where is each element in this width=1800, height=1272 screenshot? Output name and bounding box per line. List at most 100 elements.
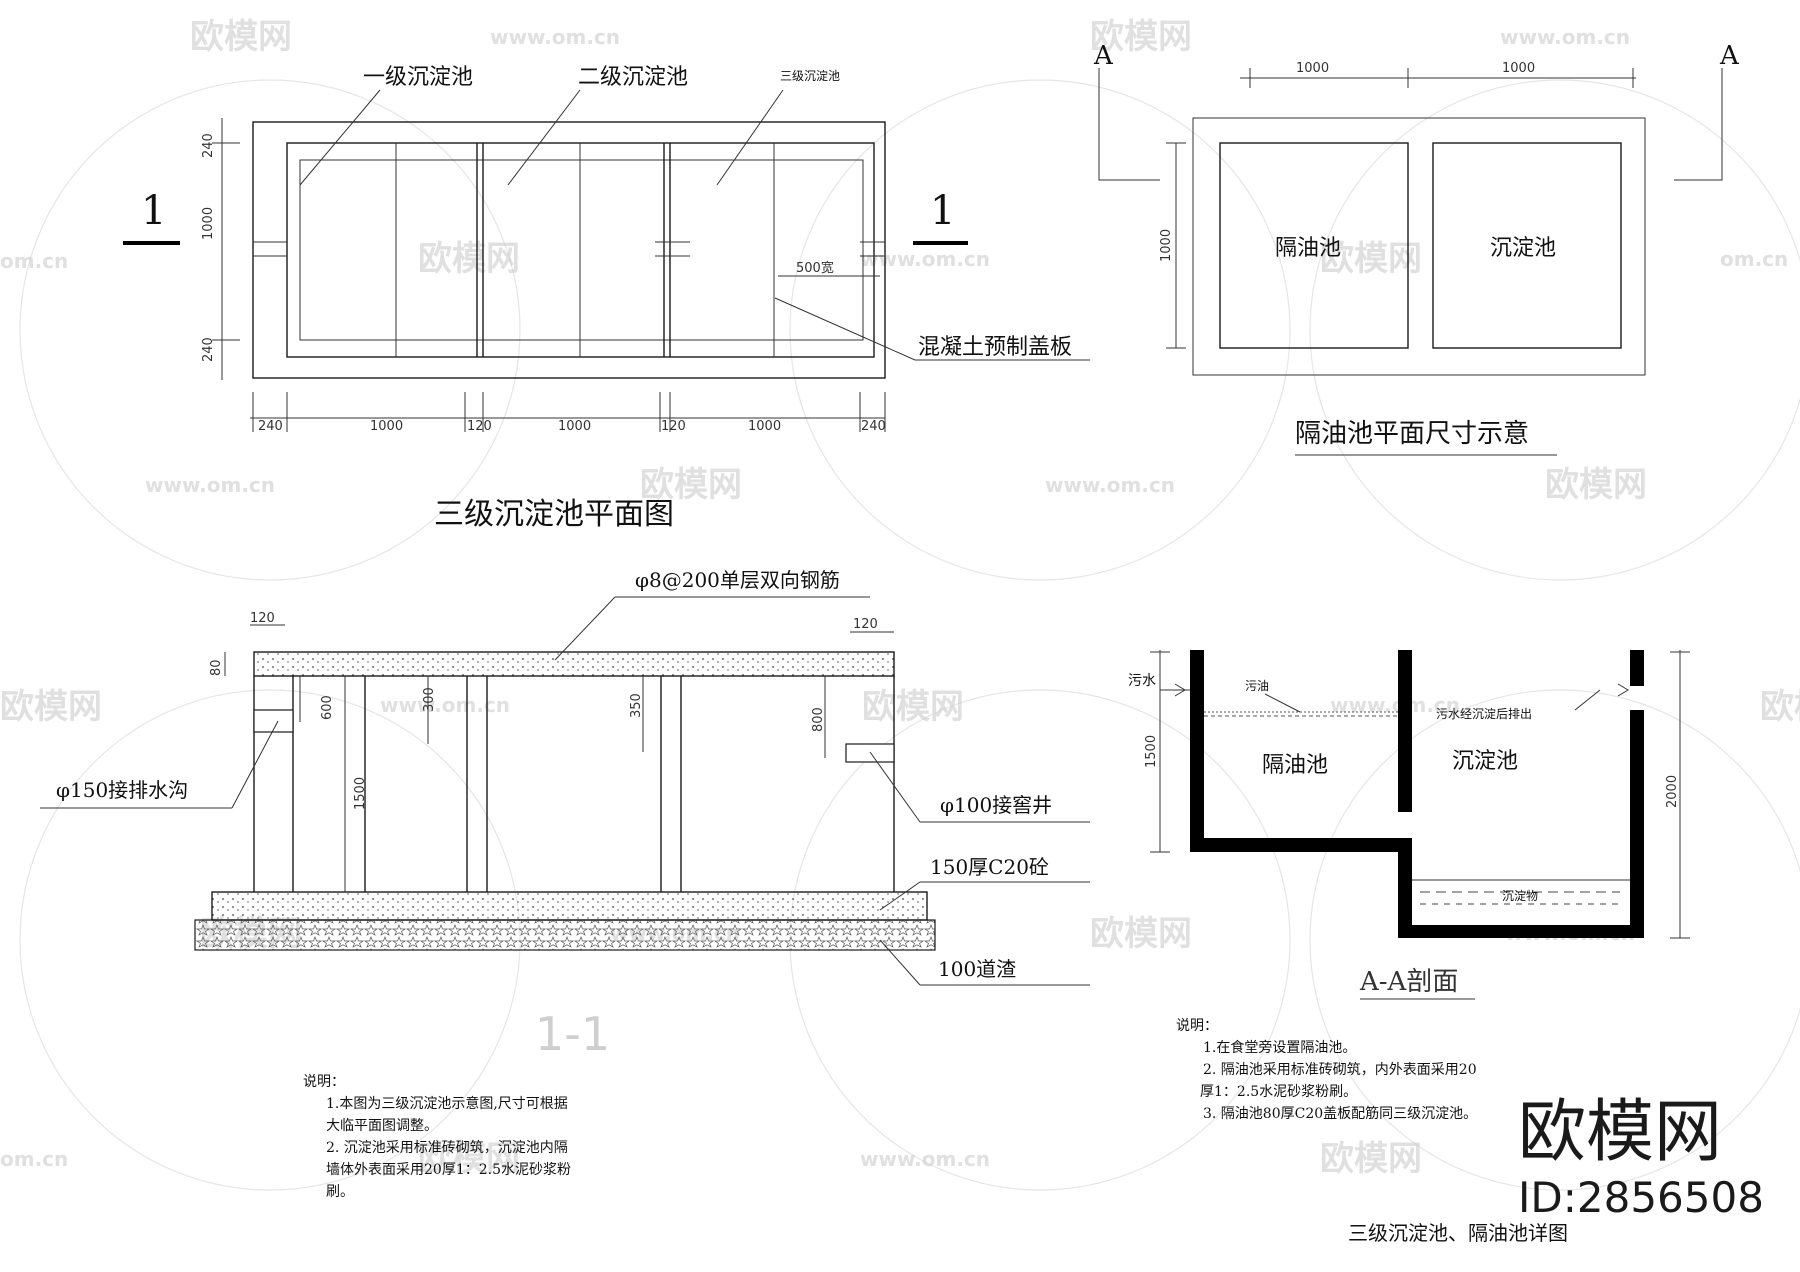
note-line: 3. 隔油池80厚C20盖板配筋同三级沉淀池。 — [1203, 1105, 1477, 1122]
watermark: 欧模网 — [1320, 239, 1422, 279]
watermark-url: www.om.cn — [1045, 473, 1175, 497]
watermark-url: om.cn — [0, 249, 68, 273]
plan-title: 三级沉淀池平面图 — [434, 497, 674, 532]
dim-label: 120 — [467, 419, 492, 434]
watermark-url: om.cn — [0, 1147, 68, 1171]
dim-label: 1000 — [1502, 61, 1535, 76]
note-line: 1.本图为三级沉淀池示意图,尺寸可根据 — [326, 1095, 568, 1112]
label-tank-3: 三级沉淀池 — [780, 69, 840, 83]
label-tank-2: 二级沉淀池 — [578, 65, 688, 90]
watermark: 欧模网 — [640, 465, 742, 505]
cover-slab-outline — [299, 159, 864, 341]
label-sewage: 污水 — [1128, 673, 1156, 689]
label-outlet: φ100接窖井 — [940, 793, 1052, 817]
watermark-url: om.cn — [1720, 247, 1788, 271]
watermark: 欧模网 — [1545, 465, 1647, 505]
watermark-url: www.om.cn — [860, 247, 990, 271]
dim-label: 1500 — [353, 777, 368, 810]
dim-label: 80 — [209, 659, 224, 676]
watermark-url: www.om.cn — [145, 473, 275, 497]
label-sediment: 沉淀物 — [1502, 889, 1538, 903]
dim-label: 120 — [250, 611, 275, 626]
label-tank-1: 一级沉淀池 — [363, 65, 473, 90]
oil-chamber — [1219, 142, 1409, 349]
settling-tank-plan: 1 1 一级沉淀池 二级沉淀池 三级沉淀池 混凝土预制盖板 500宽 240 1… — [123, 65, 1090, 532]
dim-label: 1000 — [1159, 229, 1174, 262]
dim-label: 1000 — [201, 207, 216, 240]
note-line: 1.在食堂旁设置隔油池。 — [1203, 1039, 1356, 1056]
dim-label: 2000 — [1665, 775, 1680, 808]
dim-label: 1000 — [370, 419, 403, 434]
sheet-title: 三级沉淀池、隔油池详图 — [1348, 1221, 1568, 1245]
concrete-base — [211, 891, 928, 921]
dim-label: 120 — [853, 617, 878, 632]
section-1-1: 120 120 80 600 300 350 800 1500 φ8@200单层… — [40, 568, 1090, 1061]
watermark: 欧模网 — [1320, 1139, 1422, 1179]
watermark: 欧模网 — [190, 17, 292, 57]
label-concrete: 150厚C20砼 — [930, 855, 1049, 879]
note-line: 刷。 — [326, 1184, 354, 1200]
section-mark: 1 — [930, 188, 955, 234]
brand-id: ID:2856508 — [1518, 1173, 1764, 1222]
cover-slab — [253, 651, 895, 677]
note-line: 厚1：2.5水泥砂浆粉刷。 — [1200, 1084, 1357, 1100]
dim-label: 350 — [629, 693, 644, 718]
oil-trap-outer — [1192, 117, 1646, 376]
label-settling-chamber: 沉淀池 — [1490, 236, 1556, 261]
dim-label: 240 — [258, 419, 283, 434]
section-mark-a: A — [1719, 41, 1740, 71]
label-oil-chamber: 隔油池 — [1275, 236, 1341, 261]
ballast-layer — [194, 919, 936, 951]
watermark-url: www.om.cn — [380, 693, 510, 717]
watermark: 欧模网 — [418, 1139, 520, 1179]
notes-right: 说明： 1.在食堂旁设置隔油池。 2. 隔油池采用标准砖砌筑，内外表面采用20 … — [1176, 1018, 1477, 1122]
notes-left: 说明： 1.本图为三级沉淀池示意图,尺寸可根据 大临平面图调整。 2. 沉淀池采… — [303, 1074, 571, 1200]
brand-logo-text: 欧模网 — [1518, 1093, 1722, 1172]
dim-label: 120 — [661, 419, 686, 434]
dim-label: 240 — [861, 419, 886, 434]
plan-outer-wall — [252, 121, 886, 379]
watermark-url: www.om.cn — [860, 1147, 990, 1171]
note-line: 2. 沉淀池采用标准砖砌筑，沉淀池内隔 — [326, 1140, 568, 1156]
label-oil: 污油 — [1245, 679, 1269, 693]
dim-label: 1000 — [558, 419, 591, 434]
note-line: 墙体外表面采用20厚1：2.5水泥砂浆粉 — [326, 1162, 571, 1178]
dim-label: 240 — [201, 133, 216, 158]
watermark: 欧模网 — [0, 687, 102, 727]
section-title: 1-1 — [535, 1007, 610, 1061]
label-oil-chamber: 隔油池 — [1262, 753, 1328, 778]
label-outflow-note: 污水经沉淀后排出 — [1436, 707, 1532, 721]
watermark-url: www.om.cn — [490, 25, 620, 49]
dim-label: 600 — [320, 695, 335, 720]
dim-label: 1500 — [1144, 735, 1159, 768]
dim-label: 1000 — [748, 419, 781, 434]
watermark: 欧模网 — [1090, 914, 1192, 954]
section-a-a: 污水 污油 隔油池 沉淀池 污水经沉淀后排出 沉淀物 1500 2000 A-A… — [1128, 650, 1690, 1000]
watermark-url: www.om.cn — [1330, 693, 1460, 717]
dim-label: 800 — [811, 707, 826, 732]
dim-label: 240 — [201, 337, 216, 362]
dim-label: 1000 — [1296, 61, 1329, 76]
label-inlet: φ150接排水沟 — [56, 778, 188, 802]
notes-heading: 说明： — [1176, 1018, 1218, 1034]
watermark: 欧模网 — [1760, 687, 1800, 727]
notes-heading: 说明： — [303, 1074, 345, 1090]
watermark: 欧模网 — [418, 239, 520, 279]
watermark: 欧模网 — [1090, 17, 1192, 57]
note-line: 2. 隔油池采用标准砖砌筑，内外表面采用20 — [1203, 1062, 1477, 1078]
aa-title: A-A剖面 — [1359, 967, 1458, 997]
dim-label: 300 — [422, 687, 437, 712]
label-ballast: 100道渣 — [938, 957, 1016, 981]
label-cover-width: 500宽 — [796, 260, 834, 276]
section-mark: 1 — [141, 188, 166, 234]
label-rebar: φ8@200单层双向钢筋 — [635, 568, 840, 592]
label-cover: 混凝土预制盖板 — [918, 335, 1072, 360]
oil-trap-plan: A A 1000 1000 1000 隔油池 沉淀池 隔油池平面尺寸示意 — [1093, 41, 1740, 456]
watermark-layer: 欧模网 www.om.cn 欧模网 www.om.cn om.cn 欧模网 ww… — [0, 17, 1800, 1191]
watermark: 欧模网 — [862, 687, 964, 727]
watermark-url: www.om.cn — [1500, 25, 1630, 49]
section-mark-a: A — [1093, 41, 1114, 71]
note-line: 大临平面图调整。 — [326, 1118, 438, 1134]
label-settling-chamber: 沉淀池 — [1452, 749, 1518, 774]
